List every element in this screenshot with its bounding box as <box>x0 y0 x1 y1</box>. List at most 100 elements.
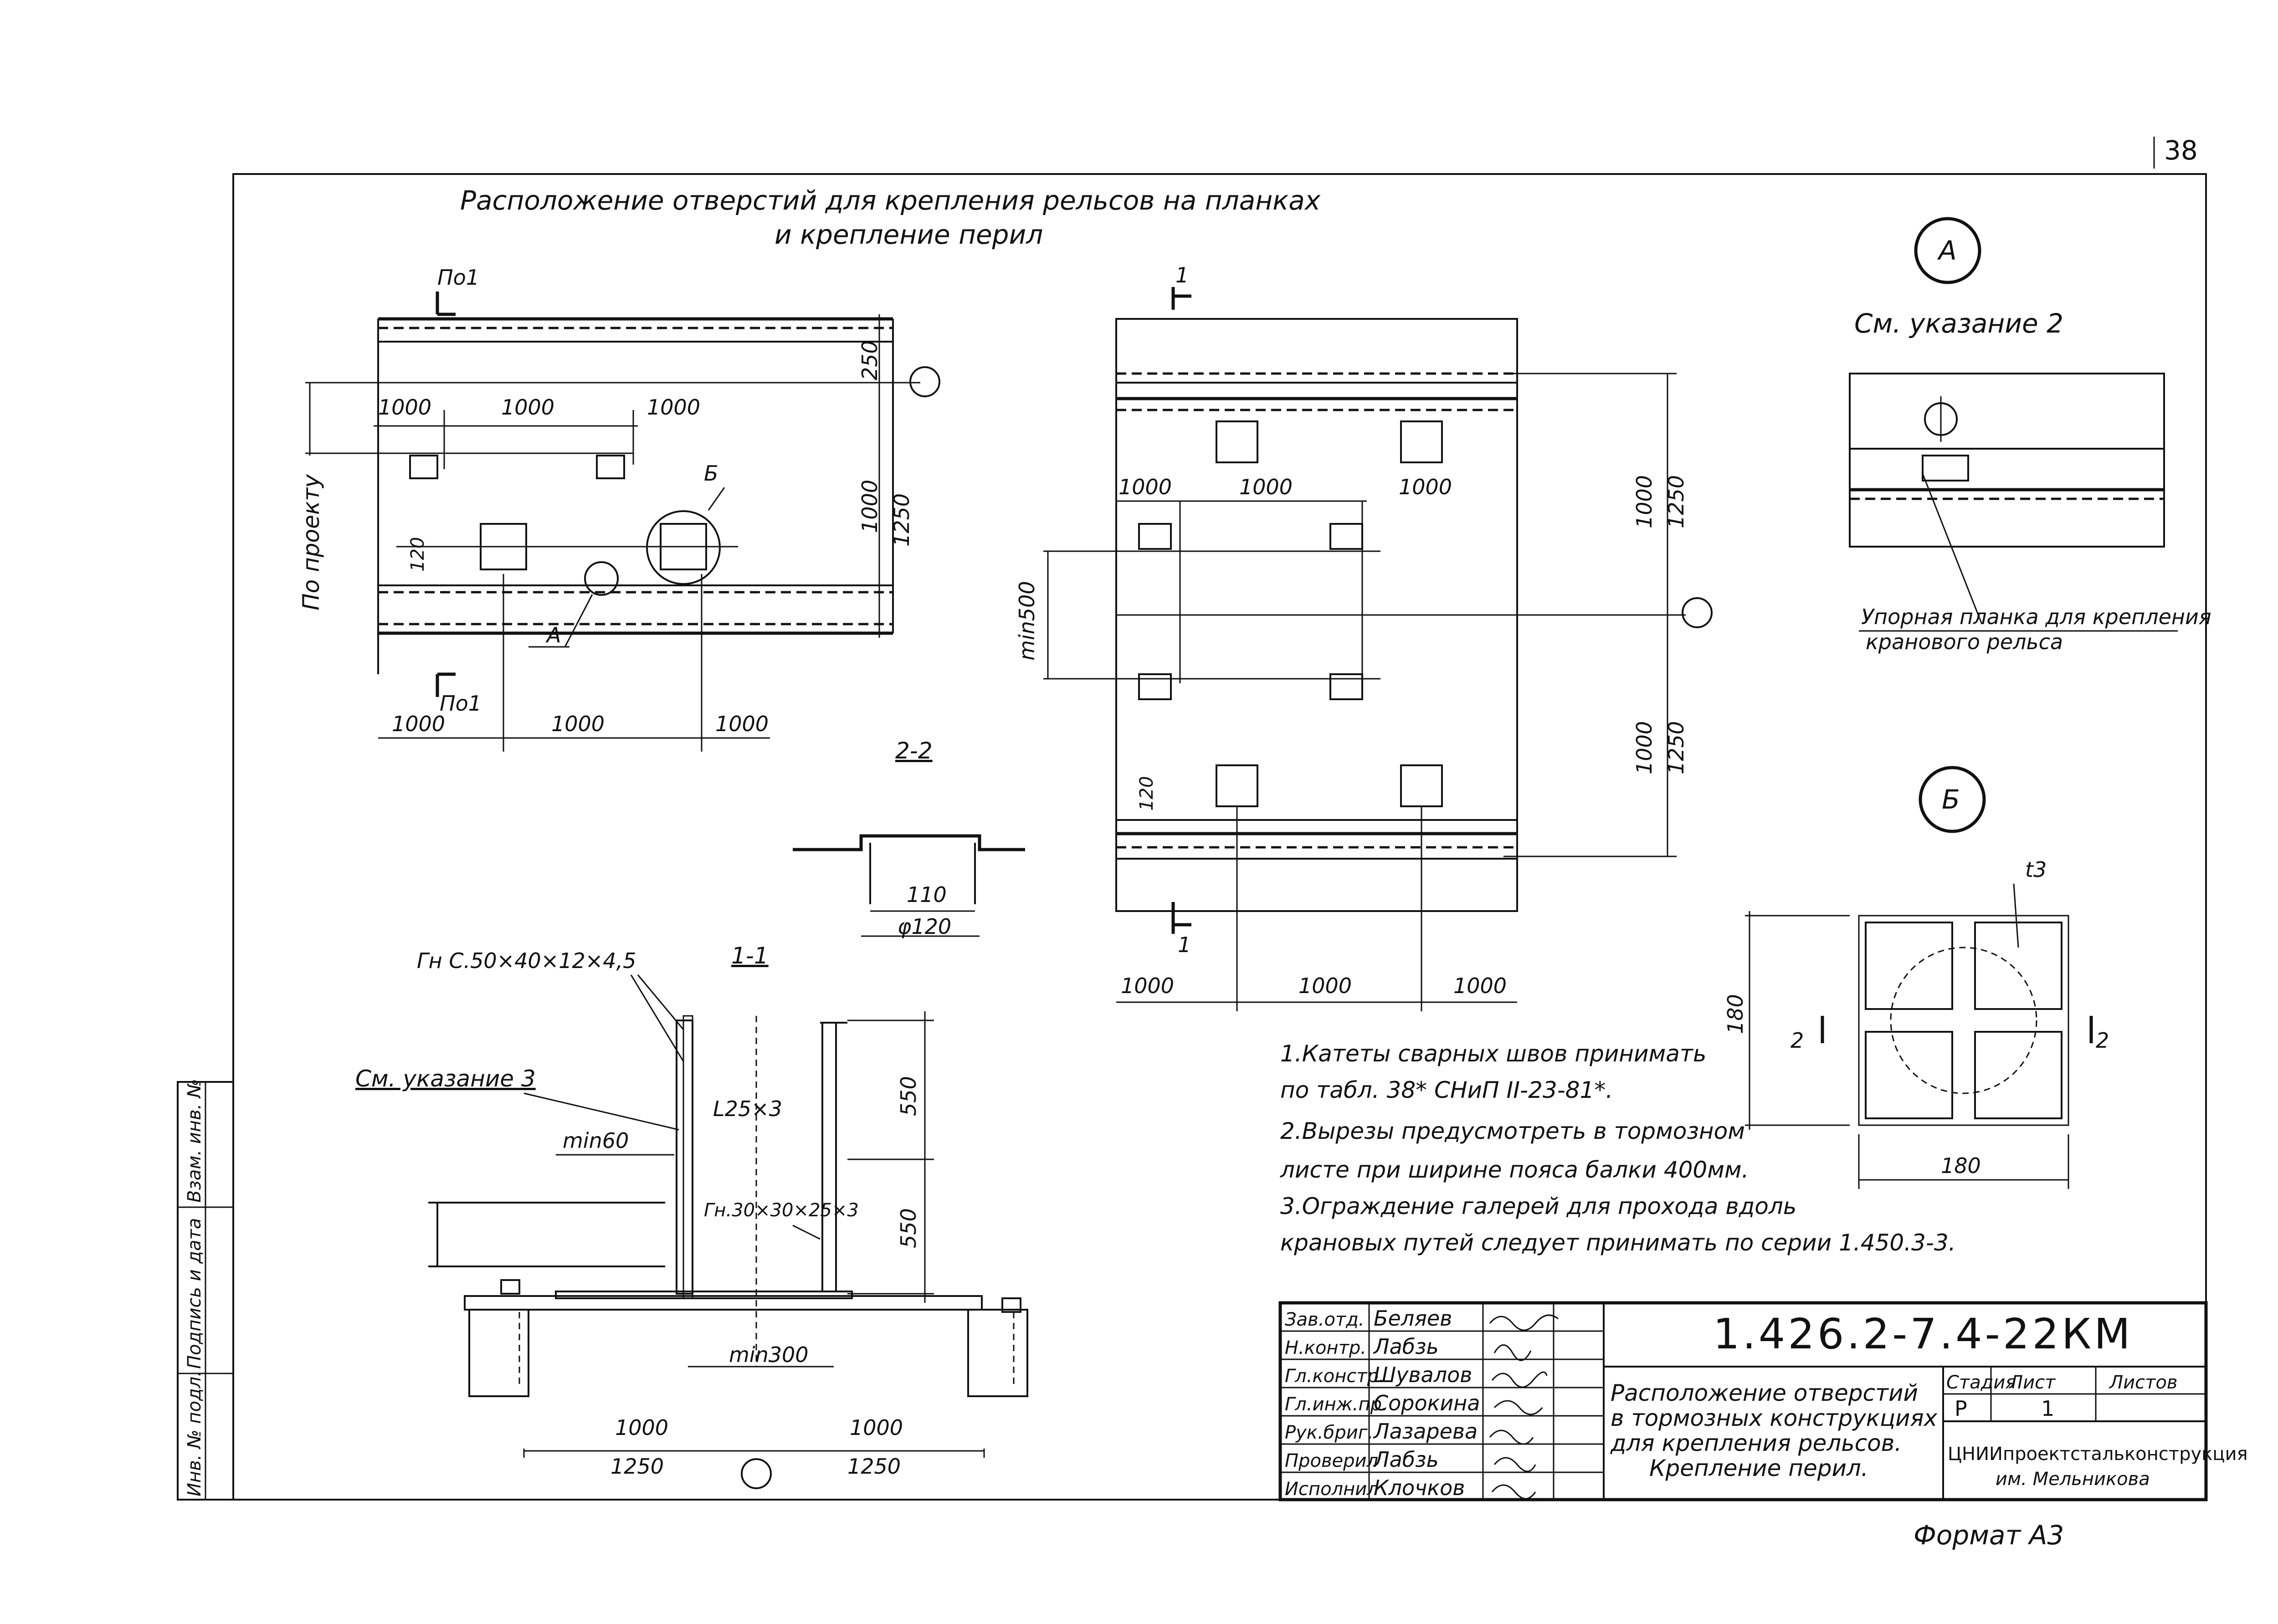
detail-b-thickness: t3 <box>2025 857 2047 882</box>
stage-header: Стадия <box>1946 1372 2016 1393</box>
side-strip-inv: Инв. № подл. <box>184 1371 205 1496</box>
main-title-line1: Расположение отверстий для крепления рел… <box>460 185 1321 216</box>
plan-right-mark-top: 1 <box>1175 263 1189 287</box>
dim-phi120: φ120 <box>898 914 951 939</box>
name-1: Беляев <box>1374 1306 1452 1331</box>
note-1a: 1.Катеты сварных швов принимать <box>1280 1040 1706 1067</box>
plan-left-mark-bottom: По1 <box>440 691 482 716</box>
angle-label: L25×3 <box>713 1096 782 1121</box>
name-5: Лазарева <box>1373 1419 1478 1444</box>
dim-1000-left: 1000 <box>615 1415 668 1440</box>
min-500: min500 <box>1015 581 1039 661</box>
section-11-label: 1-1 <box>731 943 769 969</box>
dim-250: 250 <box>857 340 882 380</box>
see-note-3: См. указание 3 <box>355 1066 536 1092</box>
detail-a-callout <box>1914 217 1981 284</box>
side-strip-sign: Подпись и дата <box>184 1218 205 1369</box>
dim-550-top: 550 <box>896 1076 921 1116</box>
name-3: Шувалов <box>1374 1363 1472 1387</box>
role-2: Н.контр. <box>1285 1337 1366 1358</box>
detail-a-caption-1: Упорная планка для крепления <box>1861 605 2211 629</box>
plan-right-axis-marker <box>1682 597 1713 628</box>
dim-1250: 1250 <box>889 493 914 547</box>
dim-1000: 1000 <box>857 480 882 533</box>
bottom-dim-1: 1000 <box>392 712 445 736</box>
plan-left-mark-top: По1 <box>437 265 479 290</box>
stage-value: Р <box>1955 1396 1967 1421</box>
name-2: Лабзь <box>1373 1334 1439 1359</box>
note-3b: крановых путей следует принимать по сери… <box>1280 1230 1956 1256</box>
dim-110: 110 <box>907 882 947 907</box>
plan-left-axis-marker <box>909 366 940 397</box>
sheets-header: Листов <box>2109 1372 2177 1393</box>
signature-scribbles <box>1489 1314 1559 1500</box>
row-dim-2: 1000 <box>1239 475 1293 499</box>
title-block: Зав.отд. Беляев Н.контр. Лабзь Гл.констр… <box>1278 1301 2248 1501</box>
callout-b-letter: Б <box>704 461 718 486</box>
side-strip-replace: Взам. инв. № <box>184 1079 205 1203</box>
name-4: Сорокина <box>1374 1391 1480 1415</box>
min60-label: min60 <box>563 1128 629 1153</box>
role-1: Зав.отд. <box>1285 1309 1365 1330</box>
top-dim-2: 1000 <box>501 395 554 420</box>
bottom-dim-2: 1000 <box>551 712 605 736</box>
dim-upper-1250: 1250 <box>1664 475 1688 528</box>
section-22: 2-2 110 φ120 <box>793 738 1025 939</box>
name-6: Лабзь <box>1373 1447 1439 1472</box>
role-4: Гл.инж.пр. <box>1285 1394 1388 1415</box>
dim-1000-right: 1000 <box>850 1415 903 1440</box>
dim-lower-1250: 1250 <box>1664 721 1688 774</box>
side-strip: Инв. № подл. Подпись и дата Взам. инв. № <box>177 1079 234 1501</box>
main-title-line2: и крепление перил <box>775 219 1043 250</box>
note-2a: 2.Вырезы предусмотреть в тормозном <box>1280 1118 1745 1144</box>
detail-b-callout <box>1919 766 1986 833</box>
plan-left-side-label: По проекту <box>298 474 324 610</box>
stamp-code: 1.426.2-7.4-22КМ <box>1713 1310 2133 1358</box>
bottom-dim-3: 1000 <box>715 712 769 736</box>
stamp-title-1: Расположение отверстий <box>1611 1380 1918 1406</box>
detail-b-sec-right: 2 <box>2096 1028 2109 1053</box>
notes-block: 1.Катеты сварных швов принимать по табл.… <box>1280 1040 1956 1256</box>
profile-label: Гн С.50×40×12×4,5 <box>417 948 636 973</box>
detail-b-dim-h: 180 <box>1941 1153 1981 1178</box>
stamp-title-4: Крепление перил. <box>1649 1455 1868 1481</box>
sheet-frame <box>232 173 2207 1501</box>
plan-right-mark-bottom: 1 <box>1178 932 1191 957</box>
detail-b-dim-v: 180 <box>1723 994 1748 1034</box>
section-11: 1-1 Гн С.50×40×12×4,5 См. указание 3 L25… <box>355 943 1028 1489</box>
note-3a: 3.Ограждение галерей для прохода вдоль <box>1280 1193 1796 1219</box>
role-5: Рук.бриг. <box>1285 1422 1373 1443</box>
role-3: Гл.констр. <box>1285 1366 1385 1387</box>
org-line-2: им. Мельникова <box>1996 1469 2150 1490</box>
detail-b-sec-left: 2 <box>1791 1028 1804 1053</box>
role-6: Проверил <box>1285 1450 1378 1471</box>
note-2b: листе при ширине пояса балки 400мм. <box>1280 1157 1749 1183</box>
dim-120-left: 120 <box>407 537 428 572</box>
callout-a-marker <box>584 561 619 596</box>
detail-b: Б t3 180 180 2 2 <box>1723 766 2109 1189</box>
detail-a-caption-2: кранового рельса <box>1866 630 2063 654</box>
top-dim-3: 1000 <box>647 395 700 420</box>
dim-1250-right: 1250 <box>847 1454 901 1479</box>
channel-label: Гн.30×30×25×3 <box>704 1200 859 1221</box>
dim-lower-1000: 1000 <box>1632 721 1657 774</box>
dim-550-bottom: 550 <box>896 1208 921 1248</box>
row-dim-3: 1000 <box>1399 475 1452 499</box>
section-11-axis-marker <box>741 1458 772 1489</box>
row-dim-1: 1000 <box>1118 475 1172 499</box>
note-1b: по табл. 38* СНиП II-23-81*. <box>1280 1077 1613 1103</box>
section-22-label: 2-2 <box>895 738 933 764</box>
bottom-dim-r2: 1000 <box>1298 973 1352 998</box>
callout-a-letter: А <box>545 623 561 647</box>
page-number: 38 <box>2164 135 2198 166</box>
min300-label: min300 <box>729 1342 809 1367</box>
detail-a-letter: А <box>1937 235 1957 266</box>
plan-right: 1 1000 1000 1000 min500 120 <box>1015 263 1713 1011</box>
dim-1250-left: 1250 <box>611 1454 664 1479</box>
stamp-title-3: для крепления рельсов. <box>1610 1430 1902 1456</box>
bottom-dim-r3: 1000 <box>1453 973 1507 998</box>
sheet-header: Лист <box>2008 1372 2056 1393</box>
detail-a-note: См. указание 2 <box>1854 308 2063 339</box>
dim-upper-1000: 1000 <box>1632 475 1657 528</box>
